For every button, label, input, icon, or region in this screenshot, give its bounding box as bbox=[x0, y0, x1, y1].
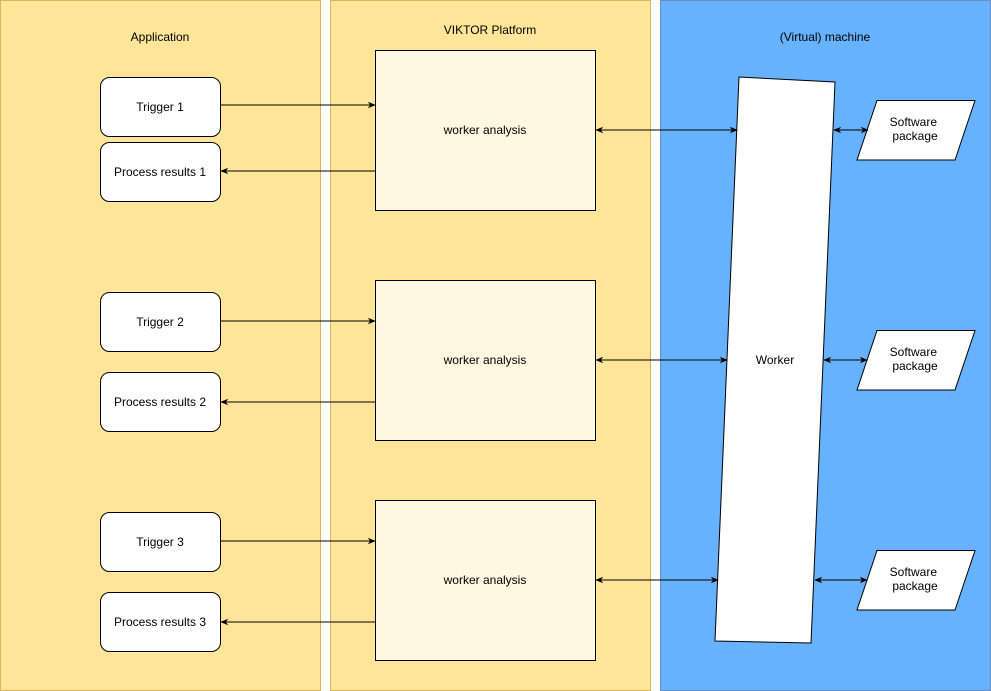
software-package-2-line2: package bbox=[892, 359, 938, 373]
software-package-1-label: Software package bbox=[890, 115, 941, 143]
software-package-1-shape[interactable] bbox=[856, 100, 976, 161]
trigger-3-label: Trigger 3 bbox=[136, 535, 184, 549]
software-package-1-line2: package bbox=[892, 129, 938, 143]
lane-platform-title: VIKTOR Platform bbox=[444, 23, 536, 37]
trigger-3-box[interactable] bbox=[100, 512, 221, 572]
software-package-1-line1: Software bbox=[890, 115, 938, 129]
worker-analysis-2: worker analysis bbox=[375, 280, 596, 441]
software-package-2-label: Software package bbox=[890, 345, 941, 373]
software-package-3-shape[interactable] bbox=[856, 550, 976, 611]
app-group-3: Trigger 3 Process results 3 bbox=[100, 512, 221, 652]
trigger-1-box[interactable] bbox=[100, 77, 221, 137]
worker-analysis-3: worker analysis bbox=[375, 500, 596, 661]
process-results-1-label: Process results 1 bbox=[114, 165, 206, 179]
software-package-2: Software package bbox=[856, 330, 976, 391]
worker-shape[interactable] bbox=[714, 76, 836, 644]
worker-analysis-3-label: worker analysis bbox=[443, 573, 527, 587]
software-package-3: Software package bbox=[856, 550, 976, 611]
worker-analysis-2-box[interactable] bbox=[375, 280, 596, 441]
trigger-2-box[interactable] bbox=[100, 292, 221, 352]
software-package-1: Software package bbox=[856, 100, 976, 161]
worker-analysis-1-box[interactable] bbox=[375, 50, 596, 211]
worker-label: Worker bbox=[756, 353, 794, 367]
app-group-2: Trigger 2 Process results 2 bbox=[100, 292, 221, 432]
trigger-1-label: Trigger 1 bbox=[136, 100, 184, 114]
lane-machine-title: (Virtual) machine bbox=[780, 30, 871, 44]
worker-analysis-3-box[interactable] bbox=[375, 500, 596, 661]
worker-analysis-2-label: worker analysis bbox=[443, 353, 527, 367]
software-package-2-line1: Software bbox=[890, 345, 938, 359]
app-group-1: Trigger 1 Process results 1 bbox=[100, 77, 221, 202]
lane-application-title: Application bbox=[131, 30, 190, 44]
process-results-2-label: Process results 2 bbox=[114, 395, 206, 409]
software-package-3-line2: package bbox=[892, 579, 938, 593]
process-results-3-label: Process results 3 bbox=[114, 615, 206, 629]
worker-analysis-1-label: worker analysis bbox=[443, 123, 527, 137]
software-package-2-shape[interactable] bbox=[856, 330, 976, 391]
software-package-3-line1: Software bbox=[890, 565, 938, 579]
worker: Worker bbox=[714, 76, 836, 644]
software-package-3-label: Software package bbox=[890, 565, 941, 593]
worker-analysis-1: worker analysis bbox=[375, 50, 596, 211]
trigger-2-label: Trigger 2 bbox=[136, 315, 184, 329]
